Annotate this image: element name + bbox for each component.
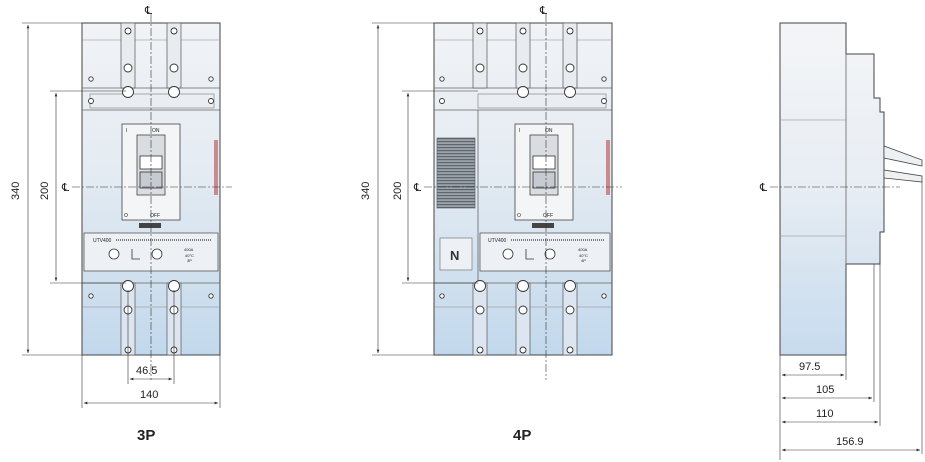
handle-off-label-4p: OFF — [543, 213, 553, 219]
view-label-3p: 3P — [137, 427, 155, 444]
model-label: UTV400 — [93, 238, 112, 244]
temp-label-4p: 40°C — [579, 253, 588, 258]
neutral-pole-label: N — [450, 248, 459, 263]
poles-label-4p: 4P — [581, 258, 586, 263]
view-label-4p: 4P — [513, 427, 531, 444]
height-dim-4p: 340 — [360, 182, 372, 200]
side-handle — [883, 145, 923, 183]
side-dim-105: 105 — [816, 384, 834, 396]
height-dim-3p: 340 — [10, 182, 22, 200]
view-3p: I ON O OFF UTV400 400A 40°C 3P ℄ ℄ — [10, 5, 232, 444]
breaker-side-body — [779, 22, 885, 356]
handle-i-label: I — [126, 128, 127, 134]
side-dim-97-5: 97.5 — [799, 361, 820, 373]
side-dim-110: 110 — [816, 408, 834, 420]
centerline-symbol-left: ℄ — [61, 182, 69, 194]
handle-i-label-4p: I — [519, 128, 520, 134]
side-dim-156-9: 156.9 — [836, 436, 864, 448]
view-4p: N I ON O OFF UTV400 400A 40°C 4P ℄ ℄ — [360, 5, 622, 444]
rating-label-4p: 400A — [578, 247, 588, 252]
handle-on-label: ON — [152, 128, 160, 134]
pitch-dim-3p: 46.5 — [136, 365, 157, 377]
rating-label: 400A — [184, 247, 194, 252]
inner-dim-4p: 200 — [392, 182, 404, 200]
inner-dim-3p: 200 — [39, 182, 51, 200]
centerline-symbol-side: ℄ — [759, 182, 767, 194]
centerline-symbol-top-4p: ℄ — [539, 5, 547, 17]
centerline-symbol-top: ℄ — [144, 5, 152, 17]
centerline-symbol-left-4p: ℄ — [413, 182, 421, 194]
neutral-vent-ribs — [436, 137, 476, 209]
width-dim-3p: 140 — [140, 389, 158, 401]
handle-off-label: OFF — [150, 213, 160, 219]
temp-label: 40°C — [185, 253, 194, 258]
handle-o-label: O — [124, 213, 128, 219]
handle-on-label-4p: ON — [545, 128, 553, 134]
handle-o-label-4p: O — [517, 213, 521, 219]
poles-label: 3P — [187, 258, 192, 263]
view-side: ℄ 97.5 105 110 156.9 — [759, 22, 923, 460]
model-label-4p: UTV400 — [488, 238, 507, 244]
